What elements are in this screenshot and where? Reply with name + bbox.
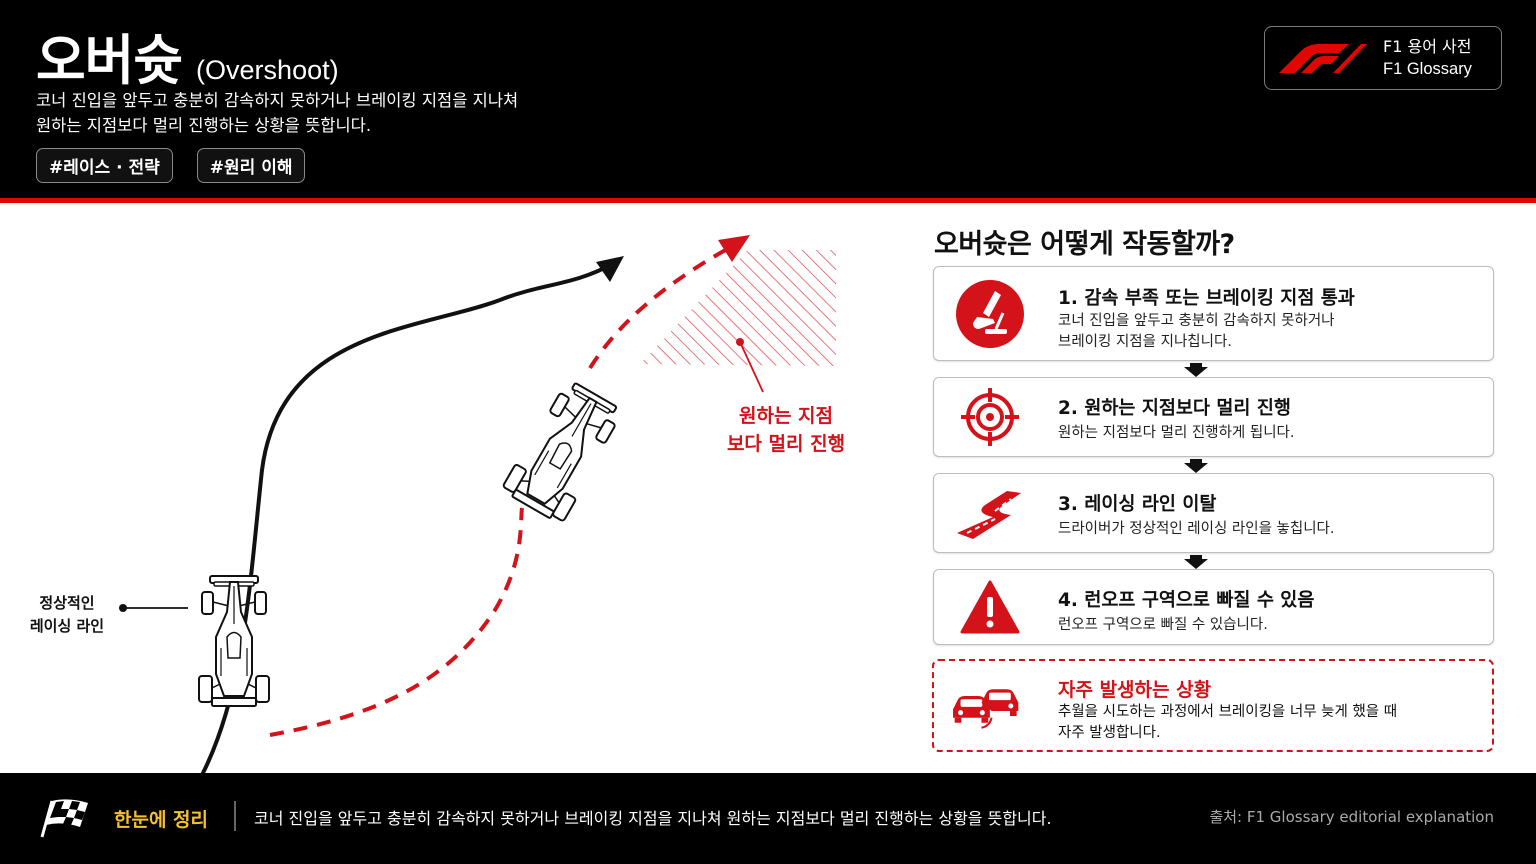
step-arrow-3: [1184, 555, 1208, 569]
step-1-body: 코너 진입을 앞두고 충분히 감속하지 못하거나 브레이킹 지점을 지나칩니다.: [1058, 313, 1335, 350]
tag-principle[interactable]: #원리 이해: [196, 148, 306, 183]
glossary-badge: F1 용어 사전 F1 Glossary: [1264, 26, 1502, 90]
panel-title: 오버슛은 어떻게 작동할까?: [934, 229, 1235, 260]
description-line-1: 코너 진입을 앞두고 충분히 감속하지 못하거나 브레이킹 지점을 지나쳐: [36, 91, 519, 110]
page-title: 오버슛: [36, 29, 183, 92]
checkered-flag-icon: [40, 799, 88, 838]
f1-logo: [1279, 44, 1367, 73]
tag-race-strategy[interactable]: #레이스 · 전략: [36, 148, 173, 183]
runoff-hatched-zone: [640, 250, 836, 366]
footer-divider: [234, 801, 236, 831]
badge-title-en: F1 Glossary: [1383, 60, 1472, 78]
step-card-1: 1. 감속 부족 또는 브레이킹 지점 통과 코너 진입을 앞두고 충분히 감속…: [933, 266, 1494, 361]
normal-line-label: 정상적인 레이싱 라인: [29, 594, 105, 635]
header: 오버슛 (Overshoot) 코너 진입을 앞두고 충분히 감속하지 못하거나…: [0, 0, 1536, 198]
frequent-situation-box: 자주 발생하는 상황 추월을 시도하는 과정에서 브레이킹을 너무 늦게 했을 …: [932, 659, 1494, 752]
step-2-title: 2. 원하는 지점보다 멀리 진행: [1058, 398, 1291, 419]
frequent-title: 자주 발생하는 상황: [1058, 679, 1212, 701]
frequent-body: 추월을 시도하는 과정에서 브레이킹을 너무 늦게 했을 때 자주 발생합니다.: [1058, 704, 1398, 741]
step-1-title: 1. 감속 부족 또는 브레이킹 지점 통과: [1058, 288, 1355, 309]
footer-summary-label: 한눈에 정리: [114, 809, 209, 831]
page-title-english: (Overshoot): [196, 55, 339, 85]
normal-line-car: [198, 575, 270, 707]
footer: 한눈에 정리 코너 진입을 앞두고 충분히 감속하지 못하거나 브레이킹 지점을…: [0, 773, 1536, 864]
brake-pedal-icon: [954, 278, 1026, 350]
badge-title-ko: F1 용어 사전: [1383, 37, 1472, 56]
step-card-4: 4. 런오프 구역으로 빠질 수 있음 런오프 구역으로 빠질 수 있습니다.: [933, 569, 1494, 645]
cars-icon: [948, 670, 1020, 742]
step-arrow-1: [1184, 363, 1208, 377]
warning-icon: [954, 571, 1026, 643]
footer-summary-text: 코너 진입을 앞두고 충분히 감속하지 못하거나 브레이킹 지점을 지나쳐 원하…: [254, 809, 1052, 828]
badge-text: F1 용어 사전 F1 Glossary: [1383, 36, 1472, 80]
description-line-2: 원하는 지점보다 멀리 진행하는 상황을 뜻합니다.: [36, 116, 372, 135]
step-arrow-2: [1184, 459, 1208, 473]
title-row: 오버슛 (Overshoot): [36, 16, 339, 95]
step-3-title: 3. 레이싱 라인 이탈: [1058, 494, 1217, 515]
road-icon: [954, 477, 1026, 549]
step-4-body: 런오프 구역으로 빠질 수 있습니다.: [1058, 617, 1268, 633]
normal-line-arrowhead: [596, 256, 624, 282]
overshoot-line: [269, 507, 524, 737]
overshoot-arrowhead: [718, 235, 750, 262]
overshoot-label: 원하는 지점 보다 멀리 진행: [726, 405, 846, 455]
step-3-body: 드라이버가 정상적인 레이싱 라인을 놓칩니다.: [1058, 521, 1335, 537]
step-2-body: 원하는 지점보다 멀리 진행하게 됩니다.: [1058, 425, 1295, 441]
normal-racing-line: [200, 262, 613, 776]
target-icon: [954, 381, 1026, 453]
footer-source: 출처: F1 Glossary editorial explanation: [1209, 808, 1494, 826]
step-4-title: 4. 런오프 구역으로 빠질 수 있음: [1058, 590, 1315, 611]
page-description: 코너 진입을 앞두고 충분히 감속하지 못하거나 브레이킹 지점을 지나쳐 원하…: [36, 88, 518, 138]
header-accent-rule: [0, 198, 1536, 203]
overshoot-line-upper: [588, 241, 739, 370]
step-card-3: 3. 레이싱 라인 이탈 드라이버가 정상적인 레이싱 라인을 놓칩니다.: [933, 473, 1494, 553]
tag-list: #레이스 · 전략 #원리 이해: [36, 148, 306, 183]
step-card-2: 2. 원하는 지점보다 멀리 진행 원하는 지점보다 멀리 진행하게 됩니다.: [933, 377, 1494, 457]
overshoot-car: [499, 376, 628, 526]
